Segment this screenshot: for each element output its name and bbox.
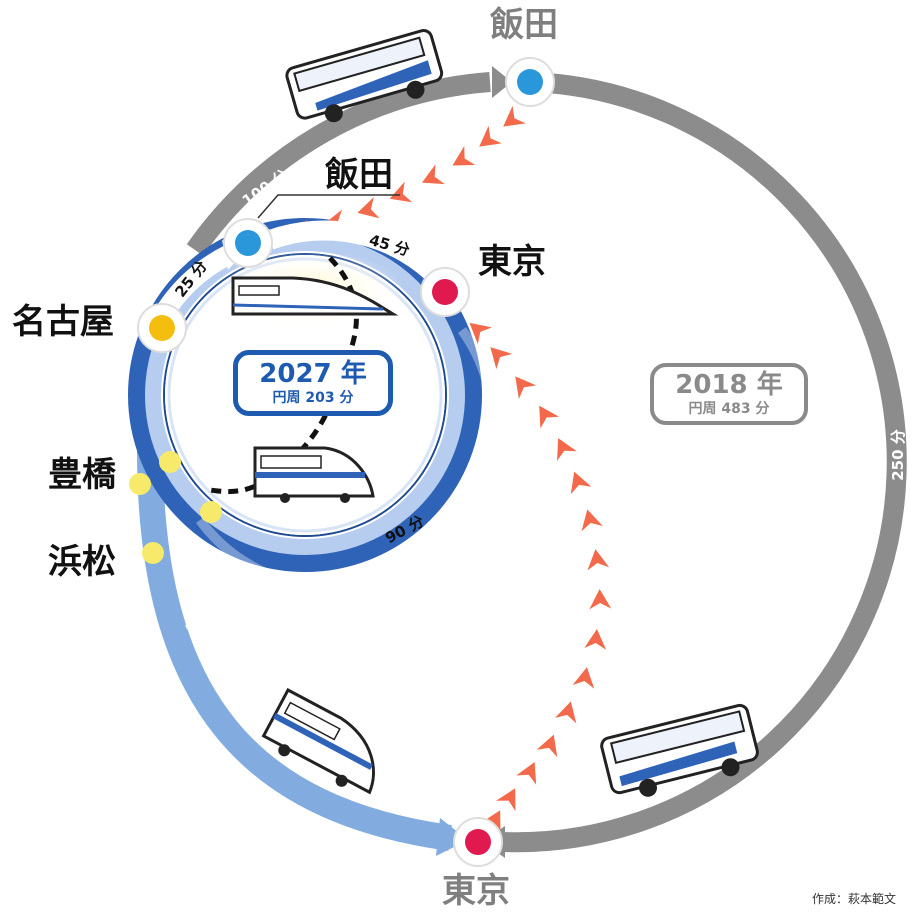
station-label-iida-inner: 飯田 (325, 155, 393, 195)
bus-route-segment-to-iida (186, 72, 491, 256)
bus-icon (285, 29, 444, 123)
summary-box-2027: 2027 年 円周 203 分 (233, 350, 393, 416)
station-dot-tokyo-bottom (453, 817, 503, 867)
station-dot-iida-outer (505, 57, 555, 107)
summary-2018-year: 2018 年 (675, 370, 783, 400)
shinkansen-train-icon (261, 687, 375, 795)
time-label-bus-to-tokyo: 250 分 (889, 429, 907, 481)
maglev-train-icon (231, 276, 399, 316)
minor-station-dot (200, 501, 222, 523)
summary-box-2018: 2018 年 円周 483 分 (650, 363, 808, 425)
minor-station-dot (142, 542, 164, 564)
station-label-hamamatsu: 浜松 (48, 542, 116, 582)
station-dot-tokyo-inner (420, 267, 470, 317)
station-dot-iida-inner (223, 218, 273, 268)
shinkansen-train-icon (253, 446, 375, 503)
shinkansen-route-arrowhead (436, 818, 468, 856)
ring-arrow-iida-tokyo (266, 220, 448, 288)
bus-route-loop (502, 72, 907, 853)
summary-2018-loop: 円周 483 分 (688, 401, 770, 417)
station-label-toyohashi: 豊橋 (48, 455, 116, 495)
ring-arrow-tokyo-nagoya (195, 327, 498, 592)
linear-ring-inner (145, 235, 465, 555)
minor-station-dot (129, 473, 151, 495)
bus-icon (600, 703, 759, 797)
bus-route-arrowhead-iida (492, 66, 512, 98)
station-label-tokyo-inner: 東京 (478, 242, 546, 282)
author-credit: 作成：萩本範文 (812, 892, 897, 906)
station-label-tokyo-bottom: 東京 (442, 871, 510, 911)
station-label-iida-outer: 飯田 (490, 5, 558, 45)
iida-inner-leader-line (257, 194, 400, 219)
station-dot-nagoya (137, 303, 187, 353)
summary-2027-loop: 円周 203 分 (272, 390, 354, 406)
minor-station-dot (159, 451, 181, 473)
summary-2027-year: 2027 年 (259, 359, 367, 389)
station-label-nagoya: 名古屋 (12, 302, 114, 342)
